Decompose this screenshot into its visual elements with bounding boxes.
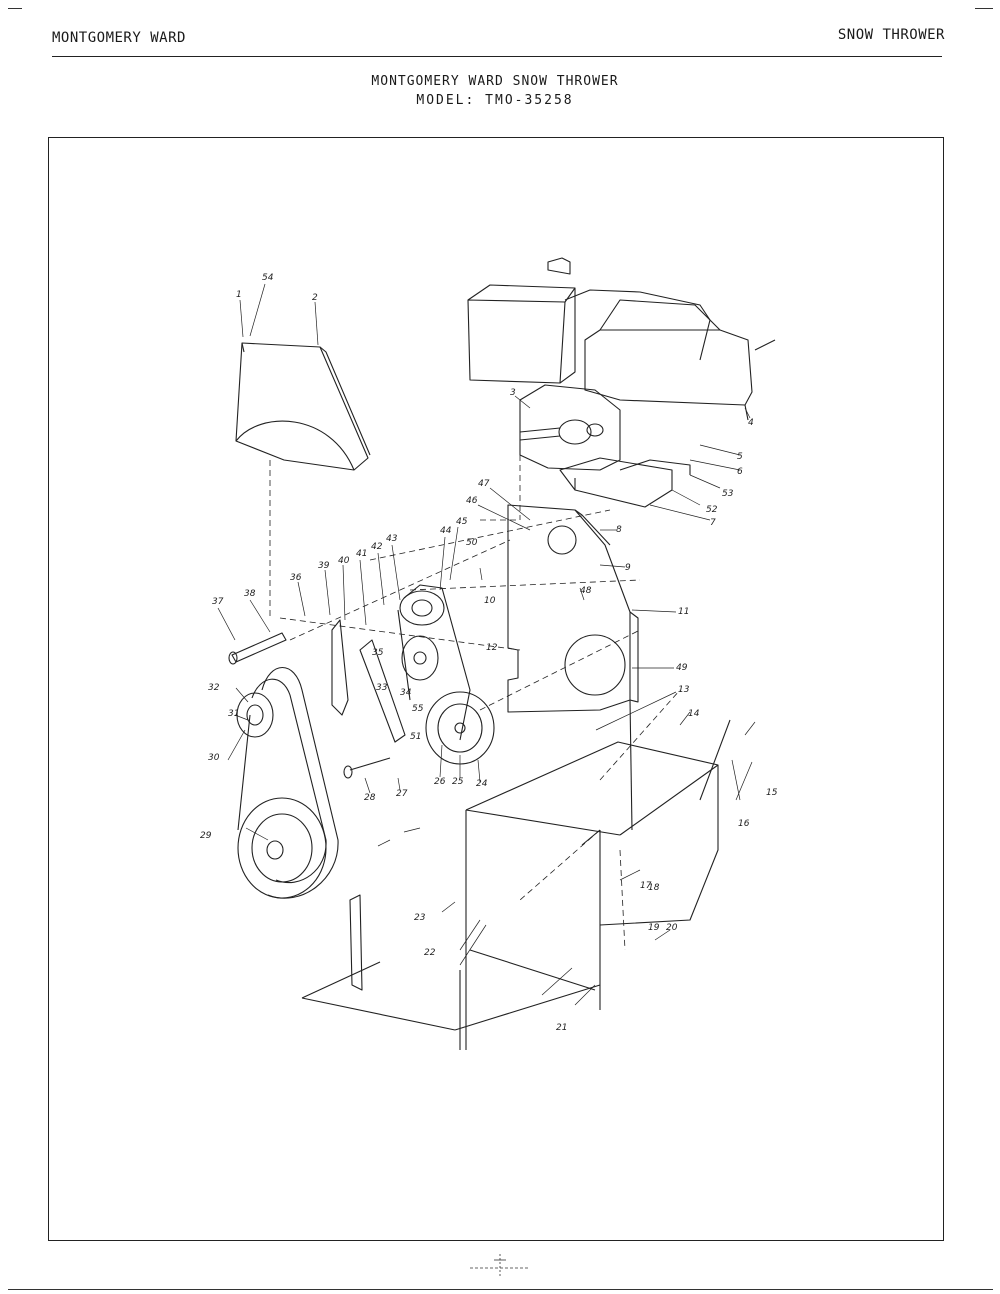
part-callout-15: 15 (766, 788, 778, 798)
part-callout-26: 26 (434, 777, 446, 787)
part-callout-34: 34 (400, 688, 412, 698)
part-callout-28: 28 (364, 793, 376, 803)
part-callout-29: 29 (200, 831, 212, 841)
part-callout-54: 54 (262, 273, 274, 283)
part-callout-37: 37 (212, 597, 224, 607)
part-callout-12: 12 (486, 643, 498, 653)
corner-mark-left (8, 8, 22, 9)
engine-assembly (467, 257, 776, 508)
part-callout-1: 1 (236, 290, 242, 300)
part-callout-35: 35 (372, 648, 384, 658)
auger-housing (301, 719, 731, 1050)
part-callout-24: 24 (476, 779, 488, 789)
part-callout-14: 14 (688, 709, 700, 719)
part-callout-22: 22 (424, 948, 436, 958)
part-callout-21: 21 (556, 1023, 567, 1033)
page-footer-mark (470, 1250, 530, 1284)
part-callout-19: 19 (648, 923, 660, 933)
part-callout-18: 18 (648, 883, 660, 893)
header-right-text: SNOW THROWER (837, 27, 945, 43)
pivot-bolt (228, 632, 391, 779)
diagram-frame (48, 137, 944, 1241)
part-callout-52: 52 (706, 505, 718, 515)
drive-belt-and-pulleys (236, 666, 339, 899)
part-callout-31: 31 (228, 709, 239, 719)
part-callout-44: 44 (440, 526, 452, 536)
part-callout-3: 3 (510, 388, 516, 398)
part-callout-7: 7 (710, 518, 716, 528)
part-callout-25: 25 (452, 777, 464, 787)
header-left-text: MONTGOMERY WARD (52, 30, 186, 46)
corner-mark-right (975, 8, 993, 9)
page-title: MONTGOMERY WARD SNOW THROWER (371, 74, 619, 89)
part-callout-51: 51 (410, 732, 421, 742)
part-callout-43: 43 (386, 534, 398, 544)
footer-rule (8, 1289, 993, 1290)
part-callout-46: 46 (466, 496, 478, 506)
part-callout-36: 36 (290, 573, 302, 583)
part-callout-39: 39 (318, 561, 330, 571)
model-subtitle: MODEL: TMO-35258 (416, 93, 574, 108)
part-callout-8: 8 (616, 525, 622, 535)
part-callout-49: 49 (676, 663, 688, 673)
part-callout-32: 32 (208, 683, 220, 693)
header-rule (52, 56, 942, 57)
part-callout-17: 17 (640, 881, 652, 891)
part-callout-55: 55 (412, 704, 424, 714)
part-callout-5: 5 (737, 452, 743, 462)
idler-pulleys (331, 584, 495, 765)
part-callout-38: 38 (244, 589, 256, 599)
part-callout-33: 33 (376, 683, 388, 693)
part-callout-40: 40 (338, 556, 350, 566)
exploded-parts-diagram: 5412345653527474645444342414039363837508… (200, 257, 778, 1050)
frame-plate (507, 504, 639, 831)
part-callout-10: 10 (484, 596, 496, 606)
belt-cover (235, 342, 371, 471)
part-callout-2: 2 (312, 293, 318, 303)
part-callout-50: 50 (466, 538, 478, 548)
part-callout-27: 27 (396, 789, 408, 799)
part-callout-41: 41 (356, 549, 367, 559)
part-callout-11: 11 (678, 607, 689, 617)
part-callout-6: 6 (737, 467, 743, 477)
part-callout-47: 47 (478, 479, 490, 489)
part-callout-45: 45 (456, 517, 468, 527)
part-callout-48: 48 (580, 586, 592, 596)
part-callout-42: 42 (371, 542, 383, 552)
part-callout-30: 30 (208, 753, 220, 763)
part-callout-53: 53 (722, 489, 734, 499)
part-callout-16: 16 (738, 819, 750, 829)
part-callout-9: 9 (625, 563, 631, 573)
part-callout-13: 13 (678, 685, 690, 695)
part-callout-23: 23 (414, 913, 426, 923)
part-callout-20: 20 (666, 923, 678, 933)
part-callout-4: 4 (748, 418, 754, 428)
callout-leaders (217, 283, 756, 1006)
